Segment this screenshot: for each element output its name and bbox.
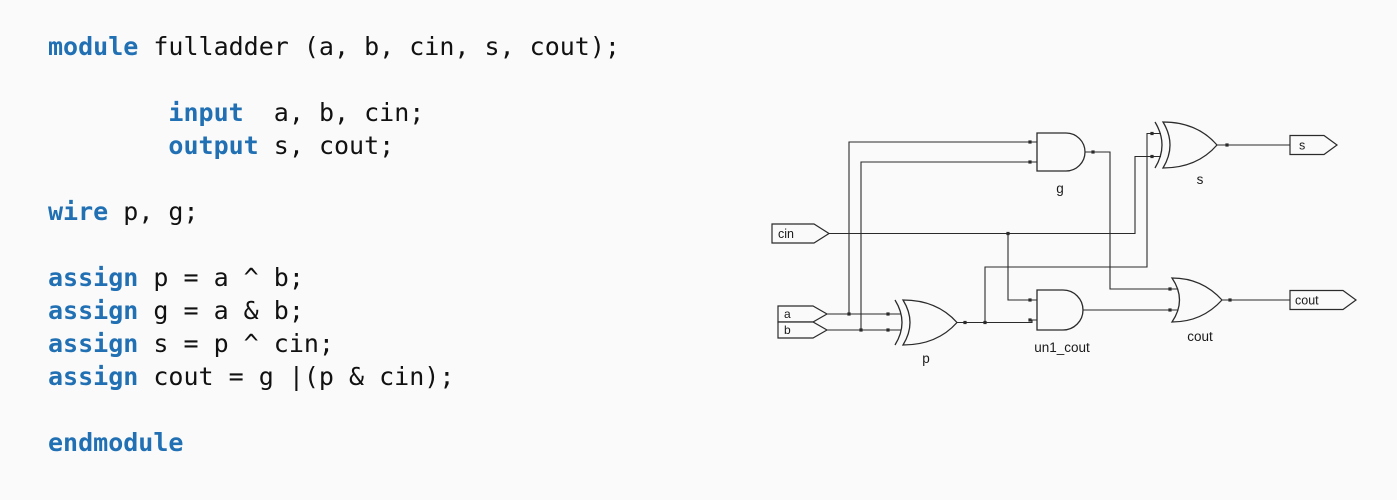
wire-a-to-g [848,141,1038,314]
code-keyword: wire [48,197,109,226]
code-text: g = a & b; [138,296,304,325]
input-port-cin [771,223,831,244]
junction-dot [1225,143,1229,147]
code-keyword: module [48,32,139,61]
or-gate-cout [1170,277,1223,323]
junction-dot [1168,287,1172,291]
junction-dot [1028,160,1032,164]
wire-cin-to-un1cout [1007,233,1038,301]
code-keyword: endmodule [48,428,184,457]
junction-dot [983,320,987,325]
junction-dot [886,312,890,316]
input-port-b [777,321,829,339]
wire-cin-to-s [829,155,1161,235]
gate-label-un1-cout: un1_cout [1034,340,1090,355]
junction-dot [1168,308,1172,312]
code-keyword: assign [48,329,139,358]
code-text [48,131,168,160]
code-keyword: assign [48,362,139,391]
xor-gate-p-rear-arc [894,299,903,346]
and-gate-un1cout [1036,289,1084,331]
junction-dot [1028,318,1032,322]
code-text: p, g; [108,197,199,226]
gate-label-s: s [1197,172,1204,187]
port-label-cout: cout [1295,294,1319,308]
gate-label-p: p [922,351,930,366]
wire-b-to-g [860,161,1038,330]
port-label-b: b [784,323,791,337]
wire-g-to-cout [1085,151,1178,290]
port-label-s: s [1299,139,1305,153]
xor-gate-p [901,299,958,346]
junction-dot [1150,154,1154,159]
junction-dot [1091,150,1095,154]
xor-gate-s-rear-arc [1154,121,1163,169]
code-text: cout = g |(p & cin); [138,362,455,391]
input-port-a [777,305,829,323]
code-line: module fulladder (a, b, cin, s, cout); [48,30,700,63]
output-port-cout [1289,289,1358,311]
fulladder-schematic: cin a b s cout g s p un1_cout cout [771,121,1358,366]
code-text: s, cout; [258,131,395,160]
junction-dot [859,328,863,332]
code-text: s = p ^ cin; [138,329,334,358]
xor-gate-s [1161,121,1218,169]
code-line: endmodule [48,426,700,459]
code-line: output s, cout; [48,129,700,162]
code-line [48,162,700,195]
verilog-code: module fulladder (a, b, cin, s, cout); i… [48,30,700,459]
junction-dot [963,320,967,325]
code-line [48,63,700,96]
output-port-s [1289,134,1339,156]
code-line: input a, b, cin; [48,96,700,129]
code-text: fulladder (a, b, cin, s, cout); [138,32,620,61]
code-text: a, b, cin; [243,98,425,127]
code-text [48,98,168,127]
junction-dot [1006,231,1010,236]
code-keyword: input [168,98,244,127]
code-line: assign p = a ^ b; [48,261,700,294]
code-line [48,393,700,426]
and-gate-g [1036,132,1086,172]
junction-dot [1028,298,1032,302]
gate-label-g: g [1056,181,1064,196]
code-keyword: output [168,131,259,160]
port-label-a: a [784,307,791,321]
junction-dot [1028,140,1032,144]
schematic-panel: cin a b s cout g s p un1_cout cout [700,0,1397,500]
code-line: wire p, g; [48,195,700,228]
code-line: assign g = a & b; [48,294,700,327]
verilog-code-panel: module fulladder (a, b, cin, s, cout); i… [48,30,700,459]
junction-dot [847,312,851,316]
code-text: p = a ^ b; [138,263,304,292]
wire-p-to-un1cout [957,319,1038,324]
gate-label-cout: cout [1187,329,1213,344]
code-keyword: assign [48,296,139,325]
code-line: assign cout = g |(p & cin); [48,360,700,393]
code-line [48,228,700,261]
junction-dot [886,328,890,332]
port-label-cin: cin [778,227,794,241]
junction-dot [1228,298,1232,302]
junction-dot [1150,131,1154,136]
code-keyword: assign [48,263,139,292]
code-line: assign s = p ^ cin; [48,327,700,360]
